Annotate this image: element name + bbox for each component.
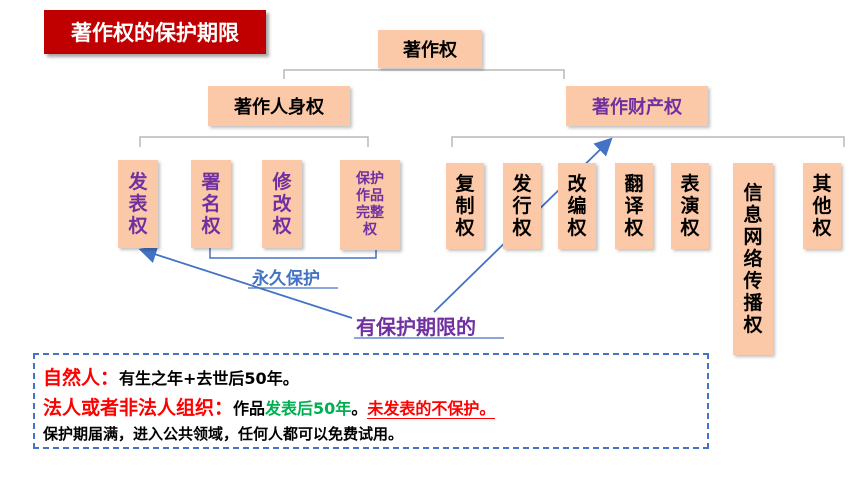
permanent-bracket [209, 247, 377, 259]
root-box: 著作权 [378, 30, 482, 68]
legal-entity-pre: 作品 [233, 399, 266, 418]
natural-person-head: 自然人： [43, 367, 120, 389]
item-publish-right: 发表权 [118, 160, 158, 248]
protection-term-infobox: 自然人：有生之年+去世后50年。 法人或者非法人组织：作品发表后50年。未发表的… [33, 353, 709, 449]
property-bracket [451, 136, 845, 147]
unpublished-note: 未发表的不保护。 [367, 399, 496, 419]
personal-bracket [139, 136, 369, 147]
property-rights-box: 著作财产权 [566, 86, 708, 126]
item-adaptation-right: 改编权 [558, 163, 596, 249]
arrow-to-publish [138, 245, 353, 319]
public-domain-line: 保护期届满，进入公共领域，任何人都可以免费试用。 [43, 425, 404, 443]
legal-entity-sep: 。 [351, 399, 368, 418]
natural-person-line: 自然人：有生之年+去世后50年。 [43, 363, 299, 390]
item-distribution-right: 发行权 [503, 163, 541, 249]
item-translation-right: 翻译权 [615, 163, 653, 249]
page-title: 著作权的保护期限 [44, 10, 266, 54]
item-attribution-right: 署名权 [191, 160, 231, 248]
limited-term-label: 有保护期限的 [356, 315, 476, 339]
legal-entity-head: 法人或者非法人组织： [43, 397, 234, 419]
legal-entity-line: 法人或者非法人组织：作品发表后50年。未发表的不保护。 [43, 393, 496, 420]
item-other-rights: 其他权 [803, 163, 841, 249]
permanent-protection-label: 永久保护 [252, 269, 320, 289]
item-network-right: 信息网络传播权 [733, 163, 773, 355]
natural-person-text: 有生之年+去世后50年。 [119, 369, 299, 388]
root-bracket [283, 69, 565, 79]
personal-rights-box: 著作人身权 [208, 86, 350, 126]
legal-entity-term: 发表后50年 [265, 399, 352, 418]
item-performance-right: 表演权 [671, 163, 709, 249]
item-modify-right: 修改权 [262, 160, 302, 248]
item-reproduction-right: 复制权 [446, 163, 484, 249]
item-integrity-right: 保护作品完整权 [340, 160, 400, 250]
